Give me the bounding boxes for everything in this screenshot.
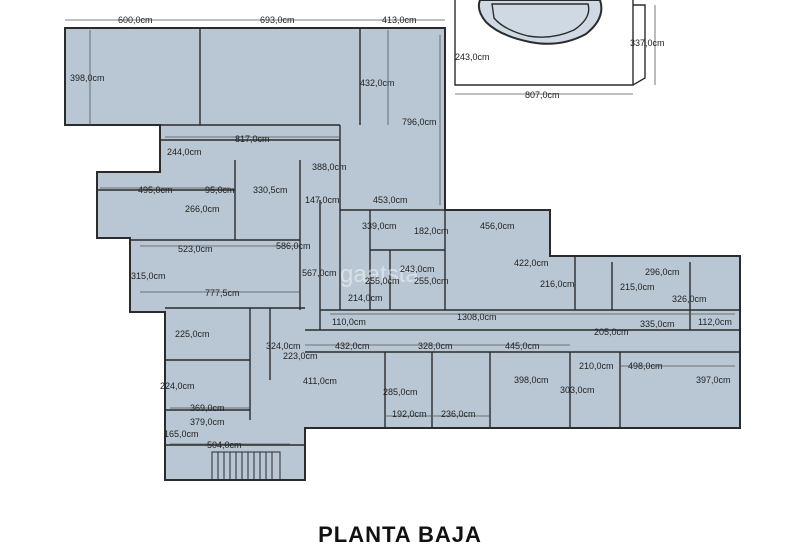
dim-label: 817,0cm: [235, 134, 270, 144]
dim-label: 567,0cm: [302, 268, 337, 278]
dim-label: 337,0cm: [630, 38, 665, 48]
dim-label: 453,0cm: [373, 195, 408, 205]
dim-label: 236,0cm: [441, 409, 476, 419]
dim-label: 215,0cm: [620, 282, 655, 292]
dim-label: 255,0cm: [414, 276, 449, 286]
dim-label: 504,0cm: [207, 440, 242, 450]
dim-label: 165,0cm: [164, 429, 199, 439]
dim-label: 432,0cm: [360, 78, 395, 88]
dim-label: 192,0cm: [392, 409, 427, 419]
dim-label: 112,0cm: [698, 317, 732, 327]
dim-label: 205,0cm: [594, 327, 629, 337]
dim-label: 303,0cm: [560, 385, 595, 395]
dim-label: 328,0cm: [418, 341, 453, 351]
pool-inner: [491, 3, 590, 38]
dim-label: 413,0cm: [382, 15, 417, 25]
dim-label: 110,0cm: [332, 317, 366, 327]
dim-label: 339,0cm: [362, 221, 397, 231]
stairs: [211, 451, 281, 481]
dim-label: 243,0cm: [400, 264, 435, 274]
dim-label: 266,0cm: [185, 204, 220, 214]
dim-label: 388,0cm: [312, 162, 347, 172]
dim-label: 324,0cm: [266, 341, 301, 351]
dim-label: 216,0cm: [540, 279, 575, 289]
dim-label: 210,0cm: [579, 361, 614, 371]
dim-label: 95,0cm: [205, 185, 235, 195]
dim-label: 445,0cm: [505, 341, 540, 351]
dim-label: 214,0cm: [348, 293, 383, 303]
dim-label: 244,0cm: [167, 147, 202, 157]
dim-label: 397,0cm: [696, 375, 731, 385]
terrace-outline: [454, 0, 646, 86]
dim-label: 422,0cm: [514, 258, 549, 268]
dim-label: 335,0cm: [640, 319, 675, 329]
dim-label: 369,0cm: [190, 403, 225, 413]
dim-label: 330,5cm: [253, 185, 288, 195]
dim-label: 796,0cm: [402, 117, 437, 127]
dim-label: 255,0cm: [365, 276, 400, 286]
dim-label: 182,0cm: [414, 226, 449, 236]
dim-label: 456,0cm: [480, 221, 515, 231]
dim-label: 411,0cm: [303, 376, 337, 386]
dim-label: 586,0cm: [276, 241, 311, 251]
dim-label: 223,0cm: [283, 351, 318, 361]
dim-label: 807,0cm: [525, 90, 560, 100]
interior-walls: [97, 28, 740, 446]
dim-label: 398,0cm: [70, 73, 105, 83]
dim-label: 225,0cm: [175, 329, 210, 339]
dim-label: 224,0cm: [160, 381, 195, 391]
dimension-labels: 600,0cm 693,0cm 413,0cm 243,0cm 807,0cm …: [70, 15, 732, 450]
dimension-lines: [65, 5, 735, 445]
dim-label: 498,0cm: [628, 361, 663, 371]
dim-label: 495,0cm: [138, 185, 173, 195]
dim-label: 315,0cm: [131, 271, 166, 281]
dim-label: 379,0cm: [190, 417, 225, 427]
dim-label: 600,0cm: [118, 15, 153, 25]
dim-label: 693,0cm: [260, 15, 295, 25]
pool: [477, 0, 603, 45]
plan-title: PLANTA BAJA: [318, 522, 482, 547]
dim-label: 1308,0cm: [457, 312, 497, 322]
dim-label: 398,0cm: [514, 375, 549, 385]
dim-label: 296,0cm: [645, 267, 680, 277]
watermark: gaatsta: [340, 261, 419, 288]
dim-label: 285,0cm: [383, 387, 418, 397]
dim-label: 777,5cm: [205, 288, 240, 298]
dim-label: 243,0cm: [455, 52, 490, 62]
dim-label: 432,0cm: [335, 341, 370, 351]
dim-label: 523,0cm: [178, 244, 213, 254]
dim-label: 326,0cm: [672, 294, 707, 304]
dim-label: 147,0cm: [305, 195, 340, 205]
